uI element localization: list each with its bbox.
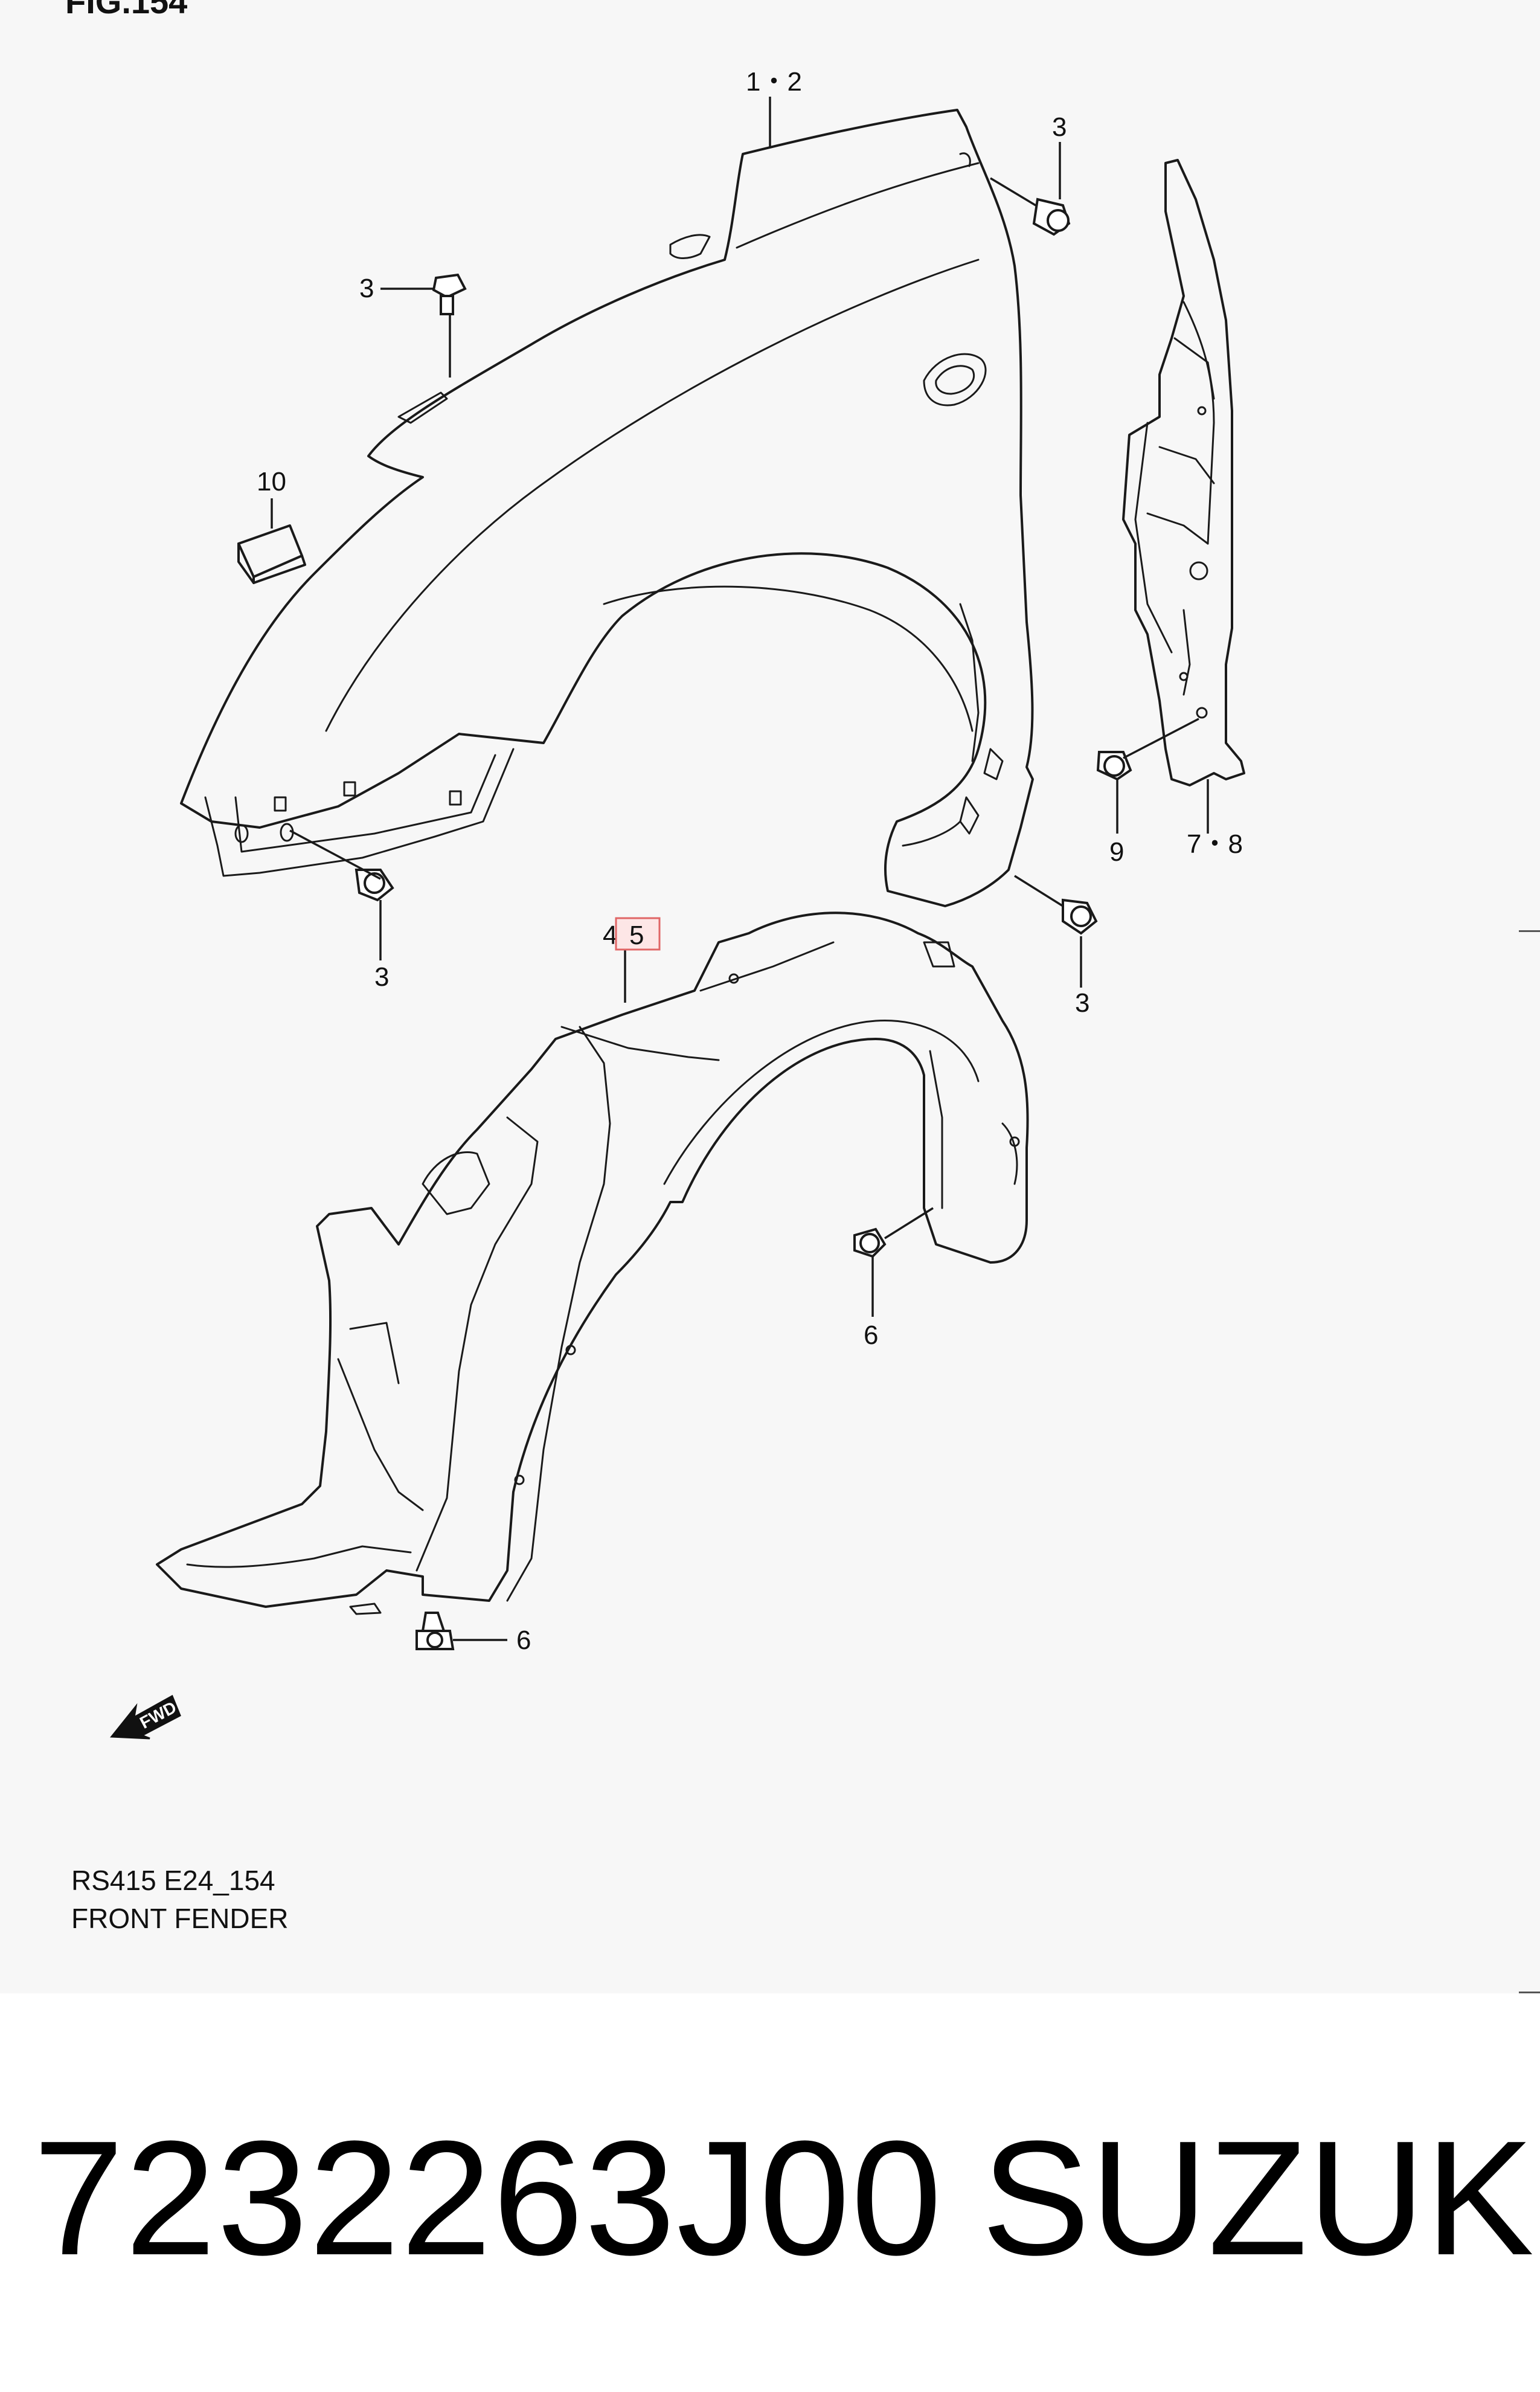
callout-bracket-bolt: 9 <box>1109 837 1124 867</box>
cushion-part <box>237 524 306 584</box>
figure-label: FIG.154 <box>65 0 188 21</box>
part-number: 7232263J00 <box>33 2107 943 2289</box>
fender-liner <box>156 911 1029 1615</box>
diagram-title: FRONT FENDER <box>71 1903 289 1934</box>
callout-fender: 1・2 <box>746 67 802 97</box>
bracket-bolt <box>1096 751 1132 781</box>
parts-diagram: FIG.154 <box>65 0 1540 1993</box>
edge-tick-bottom-right <box>1519 1992 1540 1993</box>
bolt-bottom-right <box>1062 898 1098 935</box>
bolt-top-left <box>432 273 467 315</box>
front-fender-panel <box>180 109 1034 907</box>
forward-direction-arrow: FWD <box>109 1694 181 1740</box>
callout-clip-bottom: 6 <box>516 1625 531 1655</box>
callout-bolt-bottom-left: 3 <box>374 962 389 992</box>
fender-bracket <box>1122 159 1245 786</box>
bolt-bottom-left <box>355 869 394 902</box>
leader-lines <box>271 97 1209 1641</box>
front-fender-exploded-view: FWD 1・2 3 3 10 3 3 <box>109 67 1245 1740</box>
clip-right <box>853 1207 934 1258</box>
callout-liner-highlight: 5 <box>629 921 644 950</box>
callout-cushion: 10 <box>257 467 286 497</box>
brand-name: SUZUKI <box>981 2107 1540 2289</box>
callout-bolt-bottom-right: 3 <box>1075 988 1089 1018</box>
callout-labels: 1・2 3 3 10 3 3 9 7・8 4・ 5 6 6 <box>257 67 1243 1655</box>
callout-bolt-top-left: 3 <box>359 274 374 303</box>
diagram-code: RS415 E24_154 <box>71 1865 275 1896</box>
liner-callout-highlight <box>615 917 661 951</box>
edge-tick-right <box>1519 930 1540 932</box>
clip-bottom <box>415 1612 455 1650</box>
callout-bolt-top-right: 3 <box>1052 112 1067 142</box>
bolt-top-right <box>1032 198 1071 236</box>
callout-clip-right: 6 <box>864 1320 878 1350</box>
callout-bracket: 7・8 <box>1187 829 1243 859</box>
